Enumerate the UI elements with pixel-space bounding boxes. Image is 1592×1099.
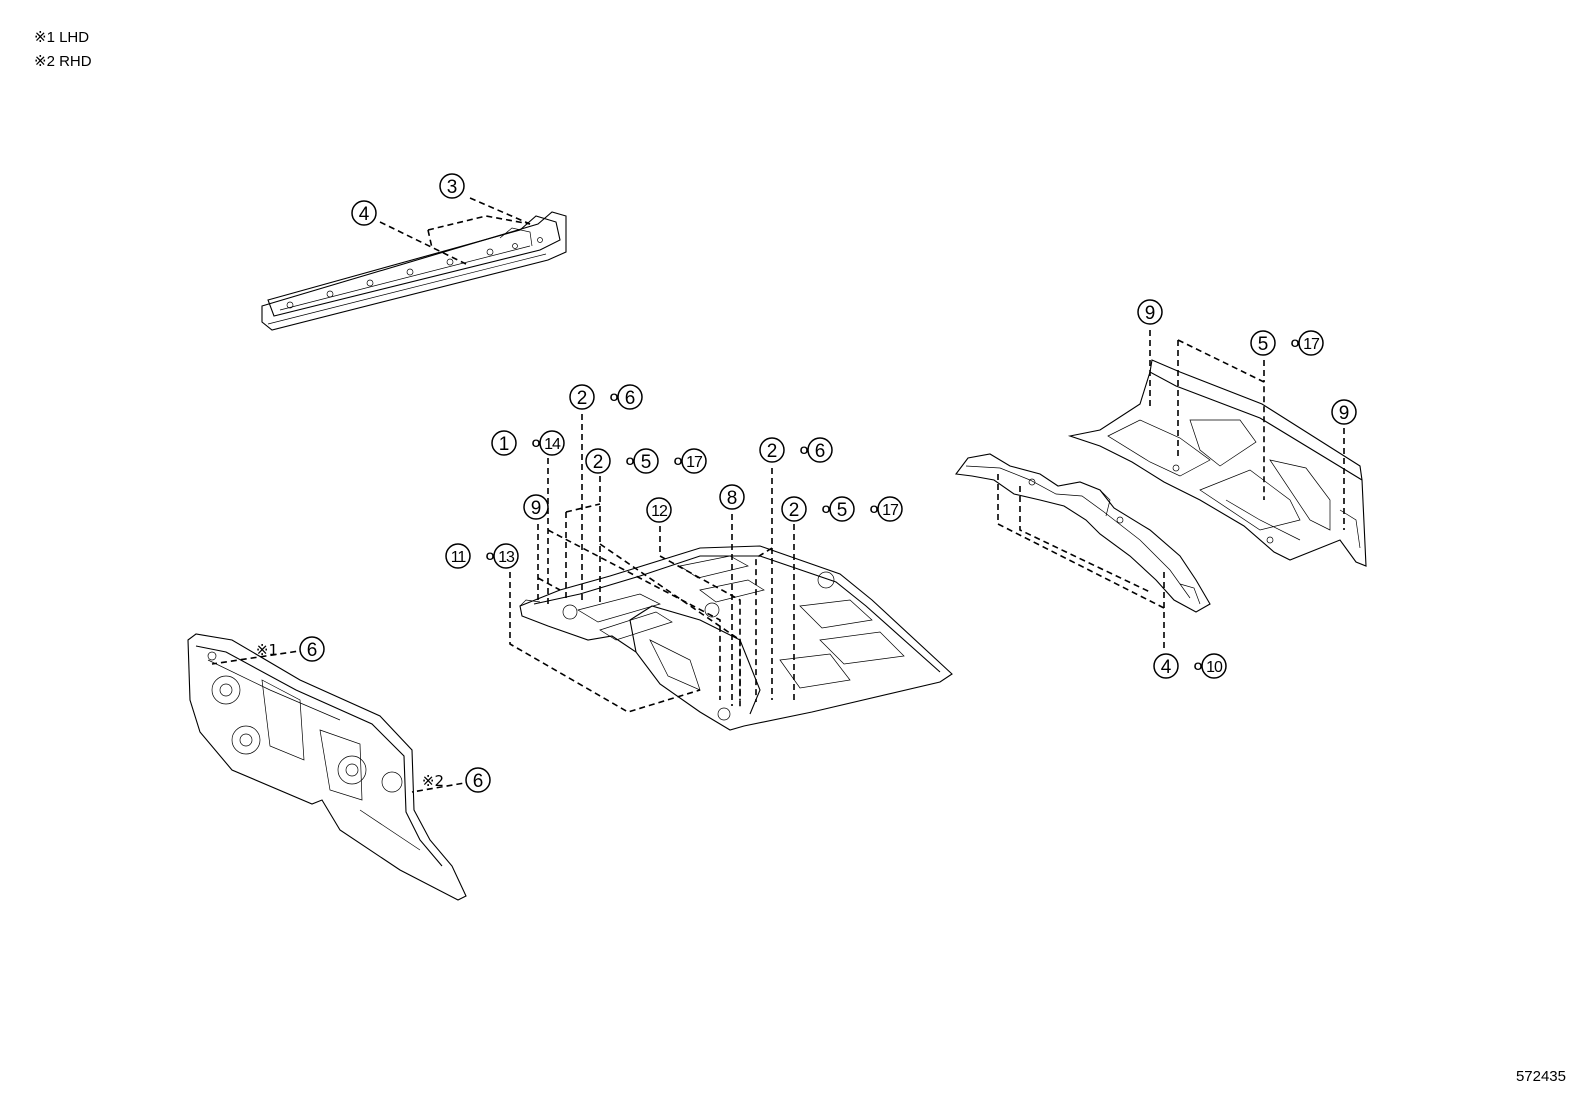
callout-circle xyxy=(877,496,903,522)
callout-number: 11 xyxy=(451,549,467,566)
callout-number: 8 xyxy=(727,488,738,509)
callout-floor-2-or-5-or-17: 2OR5OR17 xyxy=(585,448,707,474)
callout-circle xyxy=(493,543,519,569)
callout-number: 4 xyxy=(359,204,370,225)
callout-number: 1 xyxy=(499,434,510,455)
callout-number: 5 xyxy=(1258,334,1269,355)
main-floor-pan-part xyxy=(519,545,953,731)
rocker-panel-part xyxy=(261,211,567,331)
callout-floor-8: 8 xyxy=(719,484,745,510)
callout-circle xyxy=(1331,399,1357,425)
callout-circle xyxy=(807,437,833,463)
callout-number: 2 xyxy=(577,388,588,409)
callout-floor-9: 9 xyxy=(523,494,549,520)
callout-floor-2-or-5-or-17-b: 2OR5OR17 xyxy=(781,496,903,522)
callout-circle xyxy=(491,430,517,456)
callout-number: 4 xyxy=(1161,657,1172,678)
callout-number: 6 xyxy=(815,441,826,462)
callout-number: 9 xyxy=(1339,403,1350,424)
callout-floor-11-or-13: 11OR13 xyxy=(445,543,519,569)
callout-number: 6 xyxy=(307,640,318,661)
callout-note: ※2 xyxy=(422,772,444,790)
callout-circle xyxy=(585,448,611,474)
callout-circle xyxy=(719,484,745,510)
callout-number: 5 xyxy=(837,500,848,521)
callout-number: 2 xyxy=(789,500,800,521)
callout-number: 14 xyxy=(544,436,561,453)
legend: ※1 LHD ※2 RHD xyxy=(34,26,92,74)
callout-circle xyxy=(781,496,807,522)
callout-circle xyxy=(445,543,471,569)
callout-number: 3 xyxy=(447,177,458,198)
callout-number: 5 xyxy=(641,452,652,473)
callout-circle xyxy=(1250,330,1276,356)
callout-number: 9 xyxy=(531,498,542,519)
rear-floor-rail-part xyxy=(954,453,1211,613)
callout-number: 6 xyxy=(473,771,484,792)
callout-number: 2 xyxy=(593,452,604,473)
callout-rail-4-or-10: 4OR10 xyxy=(1153,653,1227,679)
callout-circle xyxy=(1153,653,1179,679)
callout-circle xyxy=(1298,330,1324,356)
callout-floor-2-or-6: 2OR6 xyxy=(569,384,643,410)
rear-floor-pan-part xyxy=(1067,359,1367,567)
callout-floor-2-or-6-b: 2OR6 xyxy=(759,437,833,463)
callout-number: 17 xyxy=(686,454,703,471)
callout-circle xyxy=(759,437,785,463)
callout-number: 17 xyxy=(1303,336,1320,353)
callout-rocker-4: 4 xyxy=(351,200,377,226)
callout-number: 2 xyxy=(767,441,778,462)
callout-number: 12 xyxy=(651,503,668,520)
callout-number: 13 xyxy=(498,549,515,566)
callout-number: 10 xyxy=(1206,659,1223,676)
callout-rear-5-or-17: 5OR17 xyxy=(1250,330,1324,356)
legend-rhd: ※2 RHD xyxy=(34,53,92,70)
callout-circle xyxy=(439,173,465,199)
dash-panel-part xyxy=(187,633,467,901)
callout-circle xyxy=(681,448,707,474)
callout-circle xyxy=(646,497,672,523)
callout-circle xyxy=(569,384,595,410)
callout-circle xyxy=(617,384,643,410)
callout-circle xyxy=(1137,299,1163,325)
callout-circle xyxy=(539,430,565,456)
callout-rear-9-a: 9 xyxy=(1137,299,1163,325)
leader-lines xyxy=(211,197,1345,793)
callout-number: 9 xyxy=(1145,303,1156,324)
callout-dash-rhd-6: ※2 6 xyxy=(422,767,491,793)
callout-dash-lhd-6: ※1 6 xyxy=(256,636,325,662)
callout-rocker-3: 3 xyxy=(439,173,465,199)
callout-rear-9-b: 9 xyxy=(1331,399,1357,425)
callout-floor-1-or-14: 1OR14 xyxy=(491,430,565,456)
callout-number: 17 xyxy=(882,502,899,519)
callout-circle xyxy=(829,496,855,522)
callout-number: 6 xyxy=(625,388,636,409)
callout-circle xyxy=(633,448,659,474)
callout-circle xyxy=(523,494,549,520)
callout-floor-12: 12 xyxy=(646,497,672,523)
callout-circle xyxy=(1201,653,1227,679)
diagram-number: 572435 xyxy=(1515,1068,1566,1085)
callout-note: ※1 xyxy=(256,641,278,659)
callout-circle xyxy=(299,636,325,662)
callout-circle xyxy=(351,200,377,226)
legend-lhd: ※1 LHD xyxy=(34,29,90,46)
callout-circle xyxy=(465,767,491,793)
